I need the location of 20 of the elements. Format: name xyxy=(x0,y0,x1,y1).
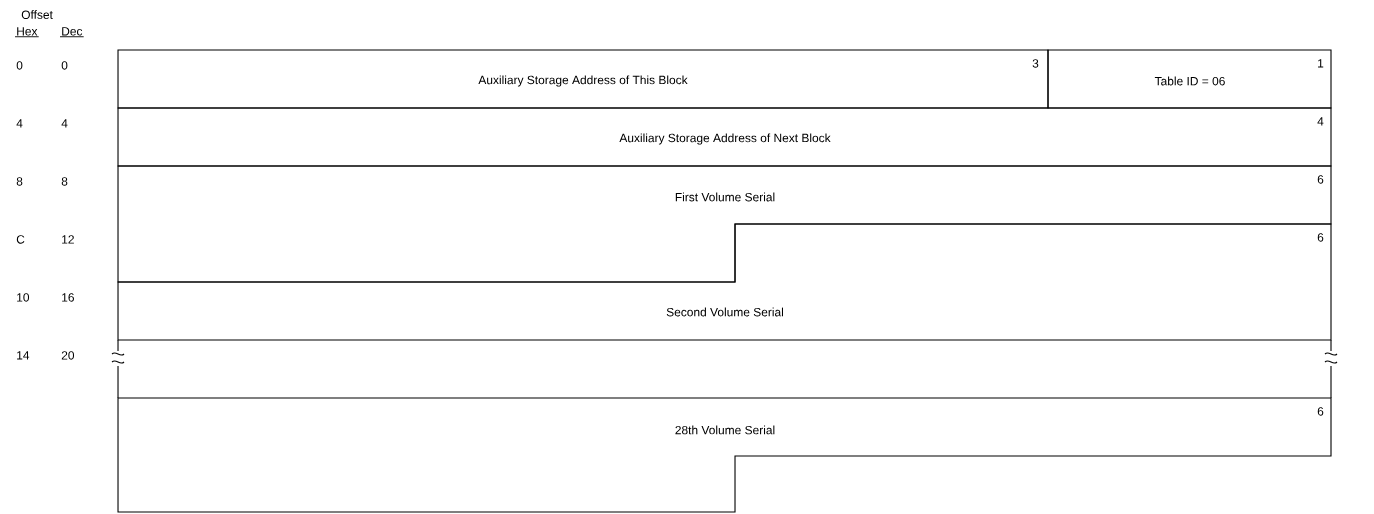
field-box: Auxiliary Storage Address of This Block 3 xyxy=(117,49,1049,109)
column-heading: Dec xyxy=(59,27,85,38)
offset-value: 16 xyxy=(62,293,74,302)
offset-value: 8 xyxy=(16,177,23,186)
offset-value: 0 xyxy=(61,61,68,70)
column-heading: Offset xyxy=(21,10,53,19)
field-box: Second Volume Serial 6 xyxy=(117,223,1332,341)
field-box: 28th Volume Serial 6 xyxy=(117,397,1332,513)
offset-value: 0 xyxy=(16,61,23,70)
offset-value: 4 xyxy=(16,119,23,128)
column-heading: Hex xyxy=(14,27,40,38)
offset-value: 10 xyxy=(17,293,30,302)
field-box: Table ID = 06 1 xyxy=(1047,49,1332,109)
offset-value: 12 xyxy=(62,235,74,244)
offset-value: C xyxy=(16,235,25,244)
offset-value: 20 xyxy=(61,351,75,360)
field-box: Auxiliary Storage Address of Next Block 4 xyxy=(117,107,1332,167)
offset-value: 8 xyxy=(61,177,68,186)
offset-value: 4 xyxy=(61,119,68,128)
offset-value: 14 xyxy=(17,351,30,360)
